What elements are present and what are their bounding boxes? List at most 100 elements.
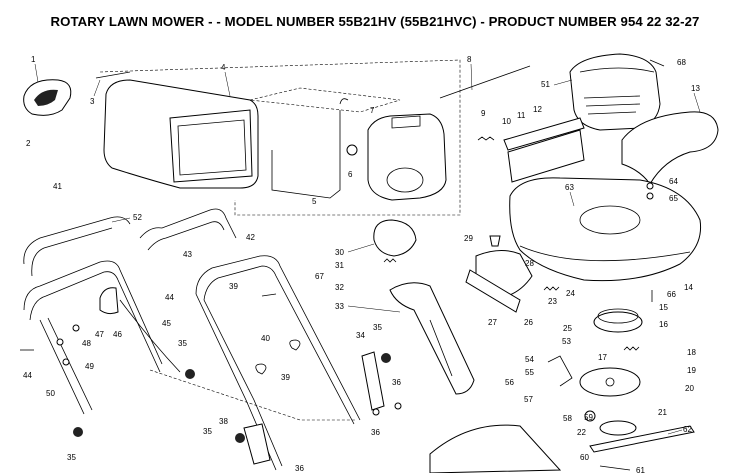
bracket-54 xyxy=(547,355,573,387)
blade-holder xyxy=(599,420,637,436)
callout-29: 29 xyxy=(464,234,473,243)
callout-65: 65 xyxy=(669,194,678,203)
cable-clip xyxy=(255,339,301,375)
handle-side-bar-2 xyxy=(47,317,93,411)
callout-38: 38 xyxy=(219,417,228,426)
callout-48: 48 xyxy=(82,339,91,348)
bolt-39 xyxy=(261,293,277,297)
knob-35-low xyxy=(235,433,245,443)
callout-30: 30 xyxy=(335,248,344,257)
discharge-chute xyxy=(621,111,719,185)
callout-22: 22 xyxy=(577,428,586,437)
cover-30 xyxy=(373,219,417,257)
callout-40: 40 xyxy=(261,334,270,343)
callout-57: 57 xyxy=(524,395,533,404)
washer-64 xyxy=(646,182,654,190)
callout-35a: 35 xyxy=(373,323,382,332)
callout-51: 51 xyxy=(541,80,550,89)
callout-2: 2 xyxy=(26,139,31,148)
callout-9: 9 xyxy=(481,109,486,118)
callout-13: 13 xyxy=(691,84,700,93)
lower-handle-left xyxy=(23,260,163,365)
grass-bag-frame-face xyxy=(169,109,253,183)
lower-handle-right xyxy=(195,255,361,421)
callout-61: 61 xyxy=(636,466,645,473)
handle-side-bar xyxy=(39,319,85,415)
callout-44b: 44 xyxy=(23,371,32,380)
drive-disc xyxy=(579,367,641,397)
bolt-47 xyxy=(72,324,80,332)
deck-rim xyxy=(519,245,691,262)
rear-rod xyxy=(439,65,531,99)
leader-33 xyxy=(347,305,401,313)
bag-handle-grip xyxy=(34,89,58,106)
rear-flap xyxy=(507,129,585,183)
lower-handle-left-inner xyxy=(29,271,161,373)
handle-42-43 xyxy=(139,208,237,239)
callout-14: 14 xyxy=(684,283,693,292)
callout-7: 7 xyxy=(370,106,375,115)
rear-cover-slot xyxy=(391,115,421,129)
callout-3: 3 xyxy=(90,97,95,106)
callout-46: 46 xyxy=(113,330,122,339)
callout-labels: 1 2 3 4 5 6 7 8 9 10 11 12 13 14 15 16 1… xyxy=(23,55,700,473)
handle-42-43-inner xyxy=(147,221,225,251)
leader-13 xyxy=(693,92,701,113)
bolt-49 xyxy=(62,358,70,366)
upper-handle-inner xyxy=(31,227,113,277)
callout-39a: 39 xyxy=(229,282,238,291)
spring-9 xyxy=(477,136,495,141)
bolt-68 xyxy=(649,59,665,67)
callout-32: 32 xyxy=(335,283,344,292)
center-parts-group xyxy=(361,219,475,416)
callout-49: 49 xyxy=(85,362,94,371)
leader-lines xyxy=(34,63,701,435)
diagram-title: ROTARY LAWN MOWER - - MODEL NUMBER 55B21… xyxy=(50,14,700,29)
bag-frame-shadow xyxy=(249,87,401,113)
callout-67: 67 xyxy=(315,272,324,281)
knob-35-mid xyxy=(185,369,195,379)
leader-3 xyxy=(93,79,101,97)
callout-50: 50 xyxy=(46,389,55,398)
knob-35-center xyxy=(381,353,391,363)
leader-4 xyxy=(224,71,231,97)
callout-47: 47 xyxy=(95,330,104,339)
callout-12: 12 xyxy=(533,105,542,114)
leader-63 xyxy=(569,191,575,207)
callout-52: 52 xyxy=(133,213,142,222)
mulching-chute xyxy=(389,282,475,395)
callout-60: 60 xyxy=(580,453,589,462)
callout-21: 21 xyxy=(658,408,667,417)
leader-8 xyxy=(470,63,473,91)
lower-handle-right-inner xyxy=(203,265,355,425)
callout-24: 24 xyxy=(566,289,575,298)
spring-23 xyxy=(543,286,560,291)
callout-44a: 44 xyxy=(165,293,174,302)
callout-16: 16 xyxy=(659,320,668,329)
callout-59: 59 xyxy=(584,413,593,422)
callout-19: 19 xyxy=(687,366,696,375)
spring-31 xyxy=(383,258,397,263)
blade-hub xyxy=(584,410,596,422)
engine-deck-group xyxy=(429,53,719,473)
callout-55: 55 xyxy=(525,368,534,377)
bolt-61 xyxy=(599,465,631,471)
rear-hinge-bracket xyxy=(503,117,585,151)
leader-1 xyxy=(34,63,39,83)
callout-4: 4 xyxy=(221,63,226,72)
callout-42: 42 xyxy=(246,233,255,242)
bolt-36-lower xyxy=(372,408,380,416)
cutting-blade xyxy=(589,425,695,453)
handle-bar-lower-2 xyxy=(203,299,283,467)
callout-39b: 39 xyxy=(281,373,290,382)
callout-11: 11 xyxy=(517,111,526,120)
callout-43: 43 xyxy=(183,250,192,259)
callout-25: 25 xyxy=(563,324,572,333)
bag-frame-inner xyxy=(177,119,247,176)
callout-66: 66 xyxy=(667,290,676,299)
callout-45: 45 xyxy=(162,319,171,328)
knob-35-left xyxy=(73,427,83,437)
callout-36c: 36 xyxy=(295,464,304,473)
leader-62 xyxy=(667,429,683,435)
